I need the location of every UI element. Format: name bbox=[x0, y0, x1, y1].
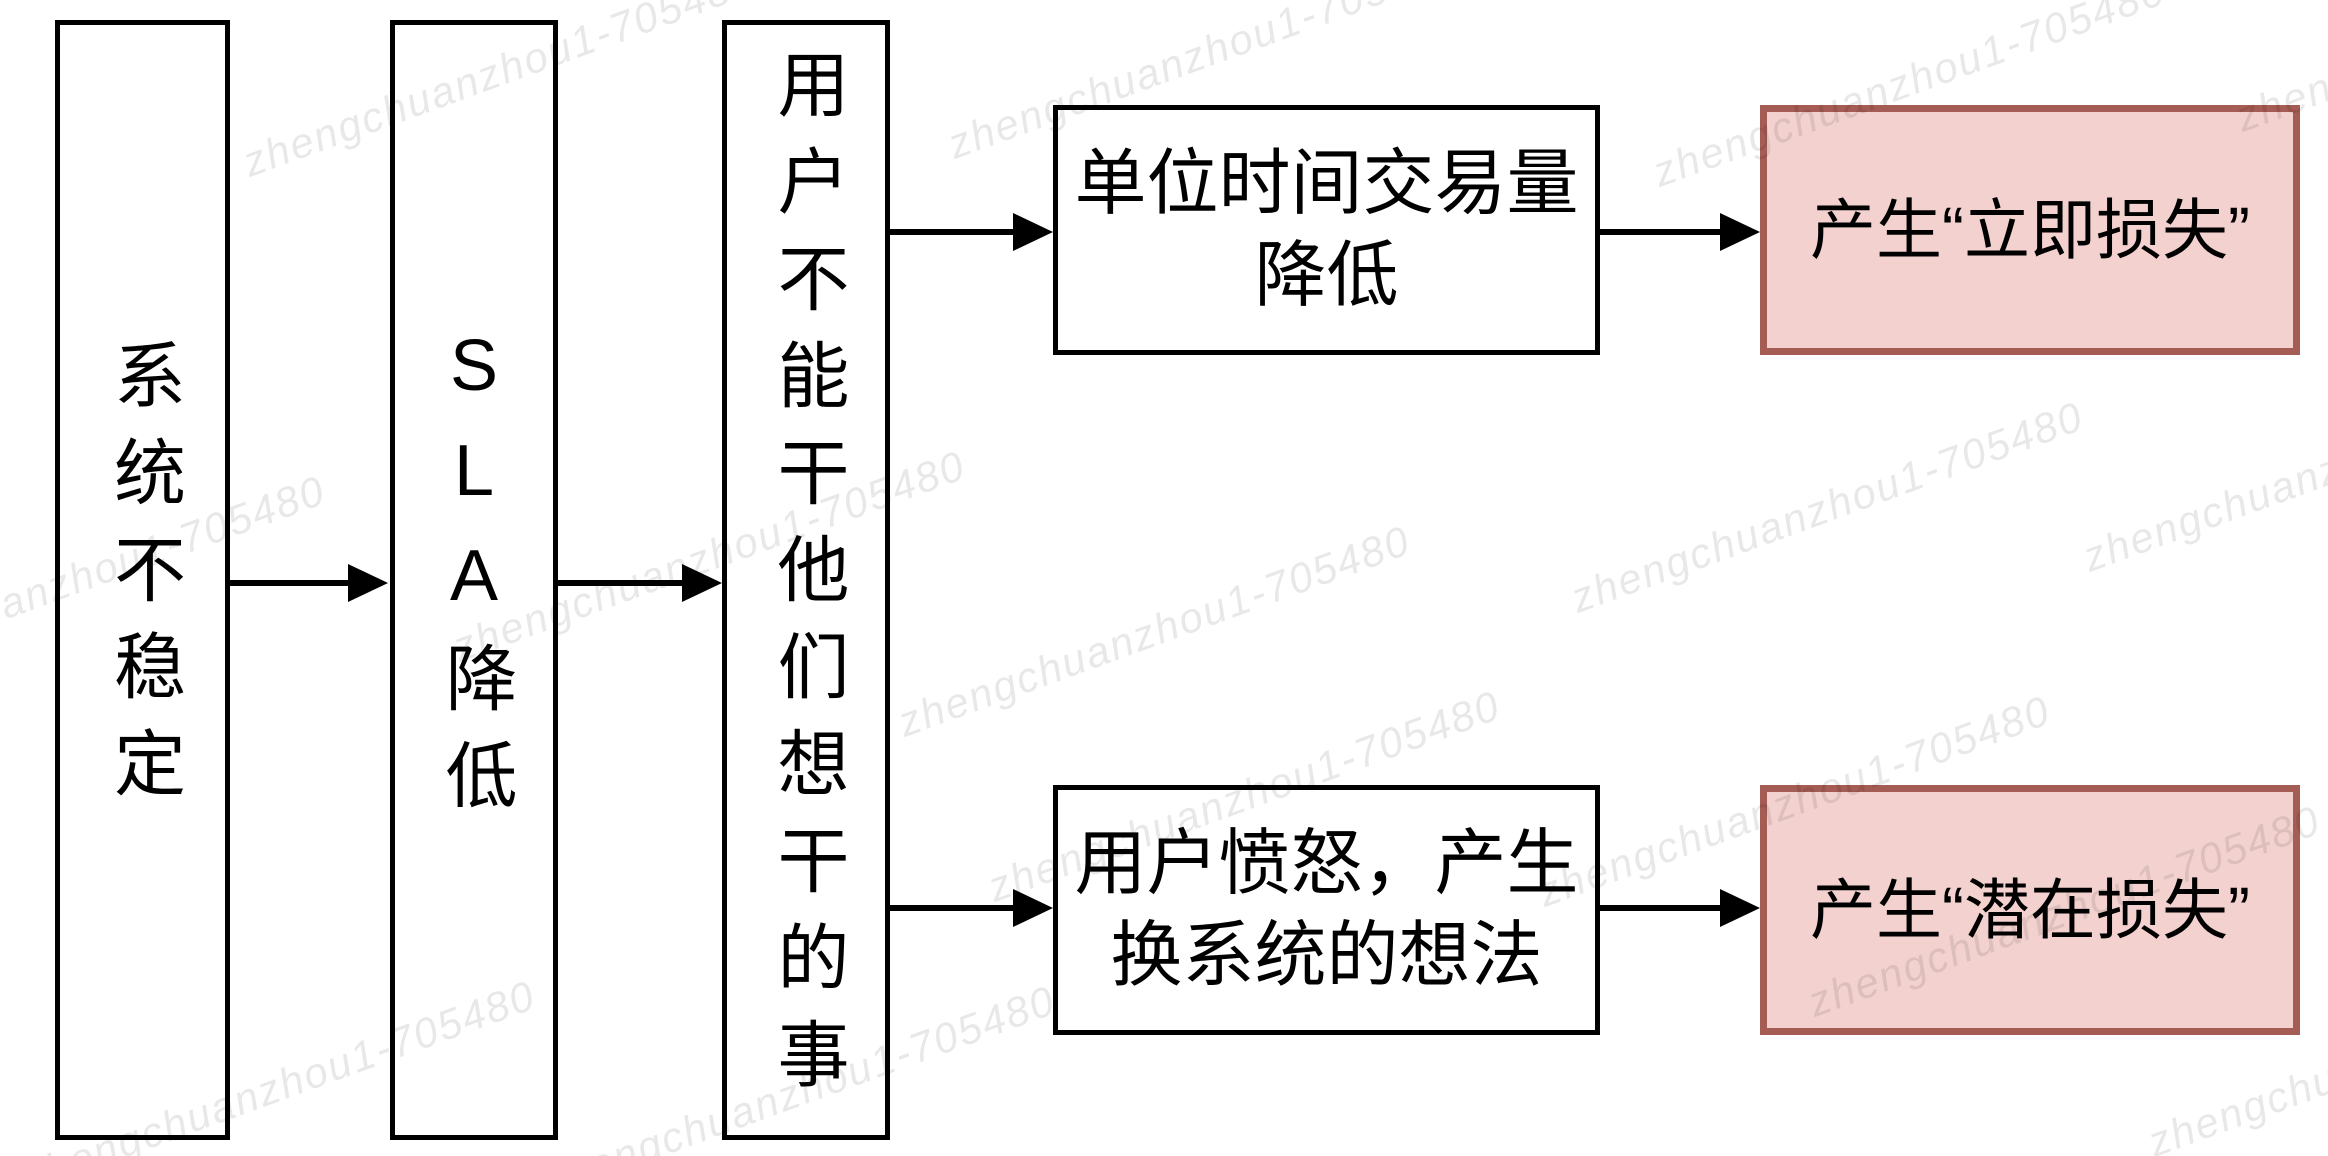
arrow-line bbox=[1600, 229, 1722, 235]
arrow-head-icon bbox=[348, 564, 388, 602]
node-immediate-loss: 产生“立即损失” bbox=[1760, 105, 2300, 355]
node-transaction-volume-drop: 单位时间交易量 降低 bbox=[1053, 105, 1600, 355]
node-potential-loss: 产生“潜在损失” bbox=[1760, 785, 2300, 1035]
arrow-head-icon bbox=[1013, 213, 1053, 251]
arrow-head-icon bbox=[1720, 213, 1760, 251]
arrow-head-icon bbox=[1720, 889, 1760, 927]
node-user-anger: 用户愤怒，产生 换系统的想法 bbox=[1053, 785, 1600, 1035]
node-label: 产生“潜在损失” bbox=[1810, 872, 2250, 947]
node-label-line: 用户愤怒，产生 bbox=[1074, 823, 1579, 904]
arrow-line bbox=[890, 229, 1015, 235]
node-label: SLA降低 bbox=[434, 325, 514, 835]
arrow-line bbox=[558, 580, 684, 586]
watermark-text: zhengchuanzhou1-705480 bbox=[1564, 392, 2090, 622]
arrow-line bbox=[890, 905, 1015, 911]
node-label-line: 单位时间交易量 bbox=[1074, 143, 1579, 224]
node-users-blocked: 用户不能干他们想干的事 bbox=[722, 20, 890, 1140]
arrow-head-icon bbox=[682, 564, 722, 602]
node-label: 系统不稳定 bbox=[102, 337, 183, 823]
arrow-head-icon bbox=[1013, 889, 1053, 927]
arrow-line bbox=[1600, 905, 1722, 911]
node-sla-drop: SLA降低 bbox=[390, 20, 558, 1140]
arrow-line bbox=[230, 580, 352, 586]
node-system-unstable: 系统不稳定 bbox=[55, 20, 230, 1140]
node-label: 产生“立即损失” bbox=[1810, 192, 2250, 267]
watermark-text: zhengchuanzhou1-705480 bbox=[891, 516, 1417, 746]
node-label-line: 降低 bbox=[1254, 236, 1399, 316]
node-label: 用户不能干他们想干的事 bbox=[766, 46, 846, 1114]
node-label-line: 换系统的想法 bbox=[1110, 916, 1543, 996]
watermark-text: zhengchuanzhou1-705480 bbox=[2076, 351, 2328, 581]
